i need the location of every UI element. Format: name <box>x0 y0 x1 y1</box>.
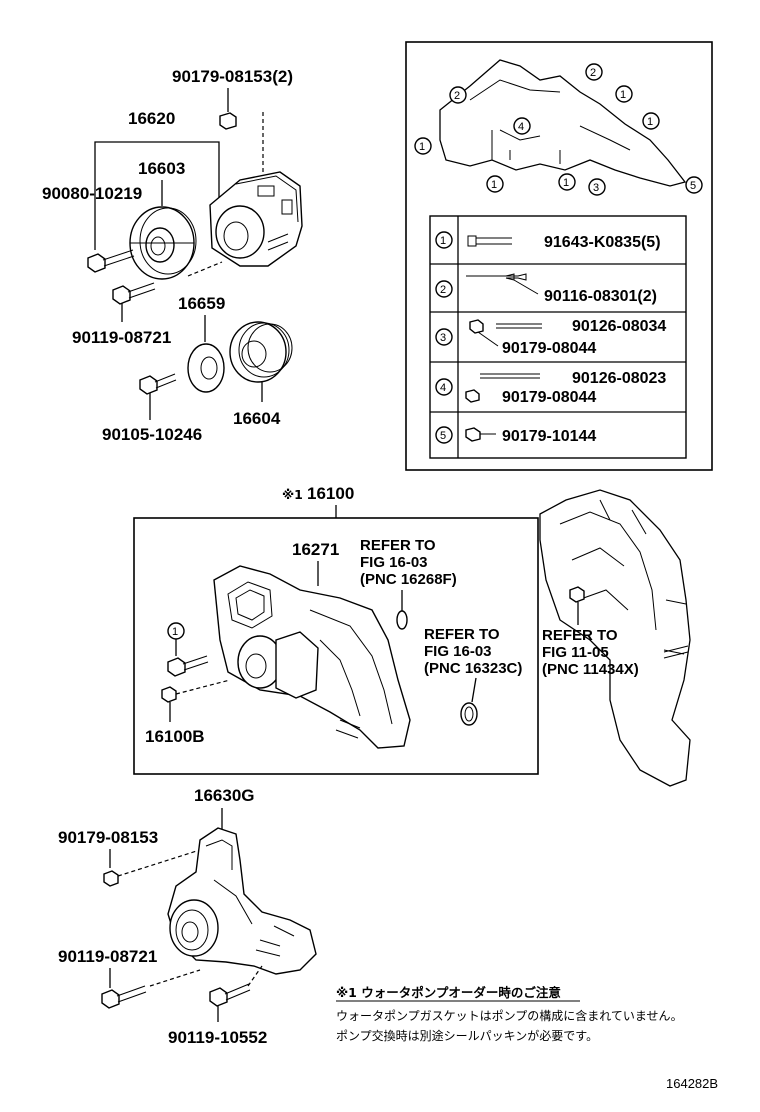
svg-text:3: 3 <box>593 182 599 194</box>
svg-text:4: 4 <box>440 382 446 394</box>
svg-text:2: 2 <box>440 284 446 296</box>
svg-text:4: 4 <box>518 121 524 133</box>
svg-text:1: 1 <box>440 235 446 247</box>
idler-pulley-16603[interactable] <box>129 206 197 280</box>
engine-block-fragment: REFER TO FIG 11-05 (PNC 11434X) <box>539 489 691 787</box>
callout-1-d[interactable]: 1 <box>486 175 504 193</box>
svg-text:1: 1 <box>647 116 653 128</box>
part-90126-08034: 90126-08034 <box>572 318 666 335</box>
bolt-90119-08721-bottom[interactable] <box>101 985 147 1009</box>
assy-box-16100 <box>133 517 539 775</box>
svg-text:(PNC 16323C): (PNC 16323C) <box>424 660 522 677</box>
refer-fig-16-03-16268F[interactable]: REFER TO FIG 16-03 (PNC 16268F) <box>360 537 457 588</box>
svg-text:1: 1 <box>620 89 626 101</box>
callout-1-e[interactable]: 1 <box>558 173 576 191</box>
callout-4[interactable]: 4 <box>513 117 531 135</box>
label-16630G[interactable]: 16630G <box>194 786 255 805</box>
refer-fig-16-03-16323C[interactable]: REFER TO FIG 16-03 (PNC 16323C) <box>424 626 522 677</box>
label-90179-08153-bottom[interactable]: 90179-08153 <box>58 828 158 847</box>
svg-text:5: 5 <box>690 180 696 192</box>
label-90119-08721-bottom[interactable]: 90119-08721 <box>58 947 157 966</box>
table-row-1[interactable]: 1 91643-K0835(5) <box>435 231 661 251</box>
refer-fig-11-05-11434X[interactable]: REFER TO FIG 11-05 (PNC 11434X) <box>542 627 639 678</box>
callout-1-a[interactable]: 1 <box>414 137 432 155</box>
svg-text:FIG 16-03: FIG 16-03 <box>360 554 428 571</box>
callout-1-pump[interactable]: 1 <box>167 622 185 640</box>
bolt-90119-10552[interactable] <box>209 983 251 1007</box>
part-90179-10144: 90179-10144 <box>502 428 596 445</box>
callout-2-a[interactable]: 2 <box>449 86 467 104</box>
svg-text:REFER TO: REFER TO <box>542 627 618 644</box>
water-pump-assy-group: ※1 16100 16271 REFER TO FIG 16-03 (PNC 1… <box>133 484 539 775</box>
svg-text:(PNC 16268F): (PNC 16268F) <box>360 571 457 588</box>
svg-text:1: 1 <box>491 179 497 191</box>
label-90105-10246[interactable]: 90105-10246 <box>102 425 202 444</box>
svg-text:REFER TO: REFER TO <box>424 626 500 643</box>
water-pump-body-16100[interactable] <box>213 565 411 749</box>
label-90179-08153-top[interactable]: 90179-08153(2) <box>172 67 293 86</box>
svg-text:1: 1 <box>172 626 178 638</box>
svg-text:3: 3 <box>440 332 446 344</box>
callout-2-b[interactable]: 2 <box>585 63 603 81</box>
part-90179-08044-b: 90179-08044 <box>502 389 596 406</box>
bracket-16630G[interactable] <box>167 827 317 975</box>
callout-5[interactable]: 5 <box>685 176 703 194</box>
order-note: ※1 ウォータポンプオーダー時のご注意 ウォータポンプガスケットはポンプの構成に… <box>336 985 683 1043</box>
part-90126-08023: 90126-08023 <box>572 370 666 387</box>
nut-90179-08153-top[interactable] <box>219 112 237 130</box>
timing-cover-outline <box>439 59 687 187</box>
label-16271[interactable]: 16271 <box>292 540 339 559</box>
svg-text:5: 5 <box>440 430 446 442</box>
pulley-16604[interactable] <box>229 321 293 383</box>
label-16100[interactable]: 16100 <box>307 484 354 503</box>
label-90119-10552[interactable]: 90119-10552 <box>168 1028 267 1047</box>
gasket-16268F[interactable] <box>396 610 408 630</box>
svg-text:FIG 16-03: FIG 16-03 <box>424 643 492 660</box>
o-ring-16323C[interactable] <box>460 702 478 726</box>
pulley-group: 90179-08153(2) 16620 16603 90080-10219 <box>42 67 303 444</box>
bolt-90080-10219[interactable] <box>87 249 135 273</box>
bolt-91643-K0835-pump[interactable] <box>167 655 209 677</box>
table-row-5[interactable]: 5 90179-10144 <box>435 426 596 445</box>
note-line-2: ポンプ交換時は別途シールパッキンが必要です。 <box>336 1028 598 1043</box>
table-row-3[interactable]: 3 90126-08034 90179-08044 <box>435 318 666 357</box>
callout-1-b[interactable]: 1 <box>615 85 633 103</box>
part-90116-08301: 90116-08301(2) <box>544 288 657 305</box>
note-title: ※1 ウォータポンプオーダー時のご注意 <box>336 985 561 1000</box>
svg-text:(PNC 11434X): (PNC 11434X) <box>542 661 639 678</box>
callout-1-c[interactable]: 1 <box>642 112 660 130</box>
bolt-table: 1 91643-K0835(5) 2 90116-08301(2) 3 9012… <box>429 215 687 459</box>
svg-text:1: 1 <box>563 177 569 189</box>
svg-text:1: 1 <box>419 141 425 153</box>
label-90119-08721-top[interactable]: 90119-08721 <box>72 328 171 347</box>
bolt-90105-10246[interactable] <box>139 373 177 395</box>
bracket-group: 16630G 90179-08153 90119-08721 90119-105… <box>58 786 317 1047</box>
table-row-2[interactable]: 2 90116-08301(2) <box>435 273 657 305</box>
nut-90179-08153-bottom[interactable] <box>103 870 119 887</box>
part-90179-08044-a: 90179-08044 <box>502 340 596 357</box>
note-line-1: ウォータポンプガスケットはポンプの構成に含まれていません。 <box>336 1008 683 1023</box>
label-16100B[interactable]: 16100B <box>145 727 205 746</box>
label-16620[interactable]: 16620 <box>128 109 175 128</box>
bolt-90119-08721-top[interactable] <box>112 282 156 305</box>
part-91643-K0835: 91643-K0835(5) <box>544 234 661 251</box>
figure-id: 164282B <box>666 1076 718 1091</box>
label-90080-10219[interactable]: 90080-10219 <box>42 184 142 203</box>
svg-text:2: 2 <box>590 67 596 79</box>
svg-text:REFER TO: REFER TO <box>360 537 436 554</box>
mark-note-1: ※1 <box>282 487 303 502</box>
label-16659[interactable]: 16659 <box>178 294 225 313</box>
svg-text:FIG 11-05: FIG 11-05 <box>542 644 609 661</box>
plate-16659[interactable] <box>187 343 225 393</box>
pump-housing-16620[interactable] <box>209 171 303 267</box>
stud-16100B[interactable] <box>161 686 177 703</box>
svg-text:2: 2 <box>454 90 460 102</box>
bolt-location-panel: 1 2 2 1 1 4 1 1 3 5 1 91643-K0835(5) 2 <box>405 41 713 471</box>
callout-3[interactable]: 3 <box>588 178 606 196</box>
dowel-11434X[interactable] <box>569 586 585 603</box>
label-16604[interactable]: 16604 <box>233 409 281 428</box>
label-16603[interactable]: 16603 <box>138 159 185 178</box>
table-row-4[interactable]: 4 90126-08023 90179-08044 <box>435 370 666 406</box>
